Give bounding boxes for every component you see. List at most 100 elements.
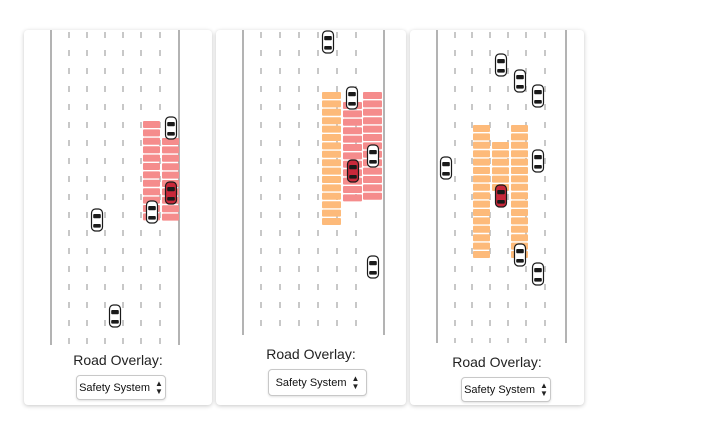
safety-zone-cell xyxy=(511,150,528,158)
safety-zone-cell xyxy=(473,167,490,174)
road-view-2 xyxy=(242,30,385,335)
safety-zone-cell xyxy=(511,200,528,208)
simulation-panel-2: Road Overlay: Safety System ▲▼ xyxy=(216,30,406,405)
road-view-3 xyxy=(436,30,567,343)
safety-zone-cell xyxy=(322,167,341,175)
safety-zone-cell xyxy=(143,154,160,162)
safety-zone-cell xyxy=(492,142,509,149)
ego-car-icon xyxy=(494,184,508,208)
safety-zone-cell xyxy=(363,184,382,192)
safety-zone-cell xyxy=(511,125,528,132)
simulation-panel-3: Road Overlay: Safety System ▲▼ xyxy=(410,30,584,405)
safety-zone-cell xyxy=(511,175,528,183)
car-icon xyxy=(345,86,359,110)
safety-zone-cell xyxy=(343,127,362,135)
road-overlay-label: Road Overlay: xyxy=(266,346,356,362)
safety-zone-cell xyxy=(322,142,341,150)
car-icon xyxy=(531,149,545,173)
safety-zone-cell xyxy=(322,134,341,141)
safety-zone-cell xyxy=(473,158,490,166)
car-icon xyxy=(513,69,527,93)
safety-zone-cell xyxy=(322,117,341,125)
safety-zone-cell xyxy=(162,154,179,162)
road-overlay-select[interactable]: Safety System ▲▼ xyxy=(76,375,166,400)
safety-zone-cell xyxy=(322,150,341,158)
safety-zone-cell xyxy=(473,133,490,141)
safety-zone-cell xyxy=(473,251,490,258)
safety-zone-cell xyxy=(473,200,490,208)
safety-zone-cell xyxy=(322,192,341,200)
safety-zone-cell xyxy=(143,188,160,196)
safety-zone-cell xyxy=(473,242,490,250)
safety-zone-cell xyxy=(473,150,490,158)
safety-zone-cell xyxy=(322,125,341,133)
safety-zone-cell xyxy=(143,137,160,145)
safety-zone-cell xyxy=(162,213,179,221)
safety-zone-cell xyxy=(363,176,382,183)
safety-zone-cell xyxy=(143,146,160,154)
safety-zone-cell xyxy=(511,158,528,166)
safety-zone-cell xyxy=(143,171,160,179)
safety-zone-cell xyxy=(322,176,341,183)
safety-zone-cell xyxy=(511,217,528,225)
safety-zone-cell xyxy=(492,150,509,158)
ego-car-icon xyxy=(164,181,178,205)
safety-zone-cell xyxy=(473,225,490,233)
safety-zone-cell xyxy=(473,234,490,242)
safety-zone-cell xyxy=(322,100,341,108)
safety-zone-cell xyxy=(492,175,509,183)
safety-zone-cell xyxy=(363,92,382,99)
safety-zone-cell xyxy=(492,167,509,175)
safety-zone-cell xyxy=(162,163,179,171)
safety-zone-cell xyxy=(143,179,160,187)
car-icon xyxy=(366,255,380,279)
road-overlay-label: Road Overlay: xyxy=(452,354,542,370)
road-overlay-select-value: Safety System xyxy=(79,381,150,394)
safety-zone-cell xyxy=(322,218,341,225)
car-icon xyxy=(164,116,178,140)
safety-zone-cell xyxy=(511,133,528,141)
safety-zone-cell xyxy=(343,135,362,143)
safety-zone-cell xyxy=(162,138,179,145)
safety-zone-cell xyxy=(162,205,179,213)
road-overlay-select[interactable]: Safety System ▲▼ xyxy=(268,369,367,396)
car-icon xyxy=(145,200,159,224)
updown-arrows-icon: ▲▼ xyxy=(540,380,548,398)
safety-zone-cell xyxy=(143,163,160,170)
safety-zone-cell xyxy=(473,192,490,200)
safety-zone-cell xyxy=(473,125,490,132)
safety-zone-cell xyxy=(363,192,382,200)
safety-zone-cell xyxy=(363,108,382,116)
safety-zone-cell xyxy=(343,152,362,160)
safety-zone-cell xyxy=(492,158,509,166)
car-icon xyxy=(494,53,508,77)
car-icon xyxy=(321,30,335,54)
safety-zone-cell xyxy=(322,184,341,192)
safety-zone-cell xyxy=(473,217,490,225)
safety-zone-cell xyxy=(511,209,528,216)
road-view-1 xyxy=(50,30,180,345)
car-icon xyxy=(531,262,545,286)
safety-zone-cell xyxy=(343,186,362,193)
safety-zone-cell xyxy=(363,134,382,141)
road-overlay-select-value: Safety System xyxy=(275,376,347,389)
road-overlay-select[interactable]: Safety System ▲▼ xyxy=(461,377,551,402)
car-icon xyxy=(366,144,380,168)
safety-zone-cell xyxy=(363,125,382,133)
safety-zone-cell xyxy=(322,92,341,99)
safety-zone-cell xyxy=(511,167,528,174)
safety-zone-cell xyxy=(143,129,160,137)
car-icon xyxy=(531,84,545,108)
safety-zone-cell xyxy=(473,175,490,183)
safety-zone-cell xyxy=(162,171,179,179)
safety-zone-cell xyxy=(343,144,362,151)
safety-zone-cell xyxy=(322,209,341,217)
safety-zone-cell xyxy=(511,183,528,191)
safety-zone-cell xyxy=(343,110,362,118)
safety-zone-cell xyxy=(363,117,382,125)
safety-zone-cell xyxy=(473,209,490,216)
safety-zone-cell xyxy=(363,100,382,108)
car-icon xyxy=(513,243,527,267)
ego-car-icon xyxy=(346,159,360,183)
car-icon xyxy=(90,208,104,232)
